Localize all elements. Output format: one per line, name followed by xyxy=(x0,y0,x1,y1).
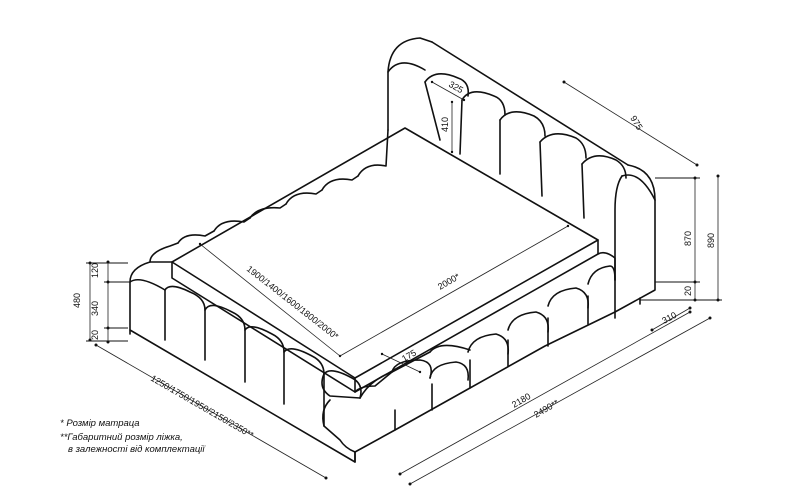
dim-total-width-line xyxy=(95,344,327,479)
label-total-widths: 1250/1750/1950/2150/2350** xyxy=(149,373,256,440)
dim-mattress-length-line xyxy=(339,225,569,357)
label-120: 120 xyxy=(90,263,100,278)
note-mattress-size: * Розмір матраца xyxy=(60,418,140,429)
dim-175-line xyxy=(381,353,421,373)
dimension-labels: 975 325 410 870 890 20 310 1900/1400/160… xyxy=(72,79,716,440)
label-480: 480 xyxy=(72,293,82,308)
frame-front-side xyxy=(321,251,616,453)
dim-2180-line xyxy=(399,311,691,475)
label-20-right: 20 xyxy=(683,286,693,296)
label-975: 975 xyxy=(628,114,644,132)
label-870: 870 xyxy=(683,231,693,246)
label-410: 410 xyxy=(440,117,450,132)
label-890: 890 xyxy=(706,233,716,248)
dim-325-line xyxy=(431,81,465,101)
dim-mattress-width-line xyxy=(199,243,341,357)
dim-975-line xyxy=(563,81,698,166)
label-2490: 2490** xyxy=(532,397,561,419)
frame-left-side xyxy=(129,279,362,463)
note-overall-size-line1: **Габаритний розмір ліжка, xyxy=(60,432,183,443)
headboard xyxy=(387,37,656,313)
label-20-left: 20 xyxy=(90,330,100,340)
label-175: 175 xyxy=(400,348,418,364)
label-310: 310 xyxy=(660,310,678,326)
label-mattress-widths: 1900/1400/1600/1800/2000* xyxy=(245,264,341,342)
dimension-lines xyxy=(86,80,722,486)
label-2180: 2180 xyxy=(510,391,532,410)
label-340: 340 xyxy=(90,301,100,316)
label-325: 325 xyxy=(447,79,465,95)
frame-back-left-cushions xyxy=(129,129,389,283)
dim-2490-line xyxy=(409,317,711,485)
note-overall-size-line2: в залежності від комплектації xyxy=(68,444,205,455)
dim-310-line xyxy=(651,307,691,331)
legs xyxy=(129,297,641,463)
